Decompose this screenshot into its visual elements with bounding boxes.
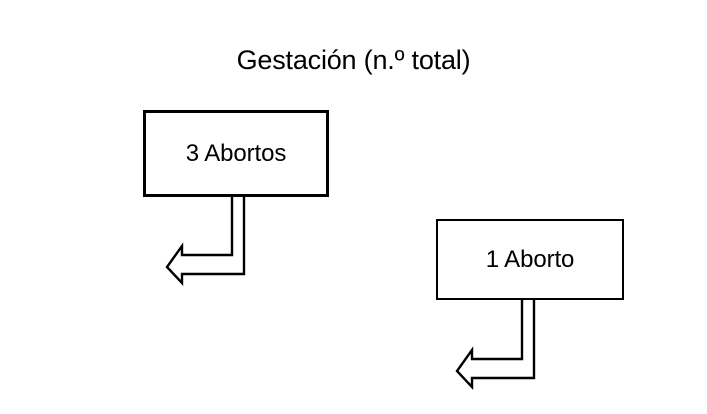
node-3-abortos[interactable]: 3 Abortos	[143, 110, 329, 197]
block-arrow-shape	[165, 191, 246, 287]
connector-from-3-abortos	[160, 191, 260, 287]
node-3-abortos-label: 3 Abortos	[185, 139, 287, 167]
diagram-title: Gestación (n.º total)	[236, 45, 471, 75]
connector-from-1-aborto	[450, 295, 550, 391]
node-1-aborto-label: 1 Aborto	[485, 245, 575, 273]
node-1-aborto[interactable]: 1 Aborto	[436, 219, 624, 300]
block-arrow-shape	[455, 295, 536, 391]
